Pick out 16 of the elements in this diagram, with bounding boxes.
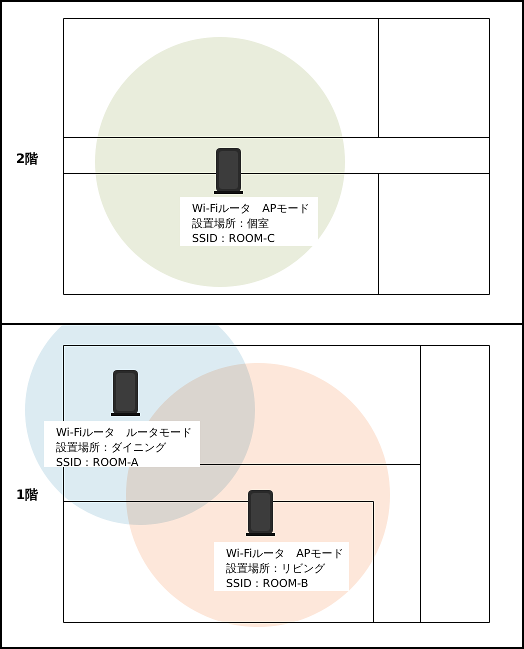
floor-panel	[0, 0, 524, 325]
router-info-text: SSID：ROOM-C	[192, 231, 275, 246]
router-info-text: 設置場所：リビング	[226, 561, 325, 576]
floor-label: 1階	[16, 487, 38, 504]
router-info-text: 設置場所：個室	[192, 216, 269, 231]
label-box	[214, 542, 349, 591]
label-box	[180, 197, 318, 246]
floor-label: 2階	[16, 151, 38, 168]
router-info-text: Wi-Fiルータ APモード	[226, 546, 344, 561]
router-info-text: SSID：ROOM-B	[226, 576, 308, 591]
router-info-text: Wi-Fiルータ APモード	[192, 201, 310, 216]
router-info-text: SSID：ROOM-A	[56, 455, 138, 470]
label-box	[44, 421, 200, 467]
router-info-text: 設置場所：ダイニング	[56, 440, 166, 455]
floor-panel	[0, 323, 524, 649]
router-info-text: Wi-Fiルータ ルータモード	[56, 425, 192, 440]
